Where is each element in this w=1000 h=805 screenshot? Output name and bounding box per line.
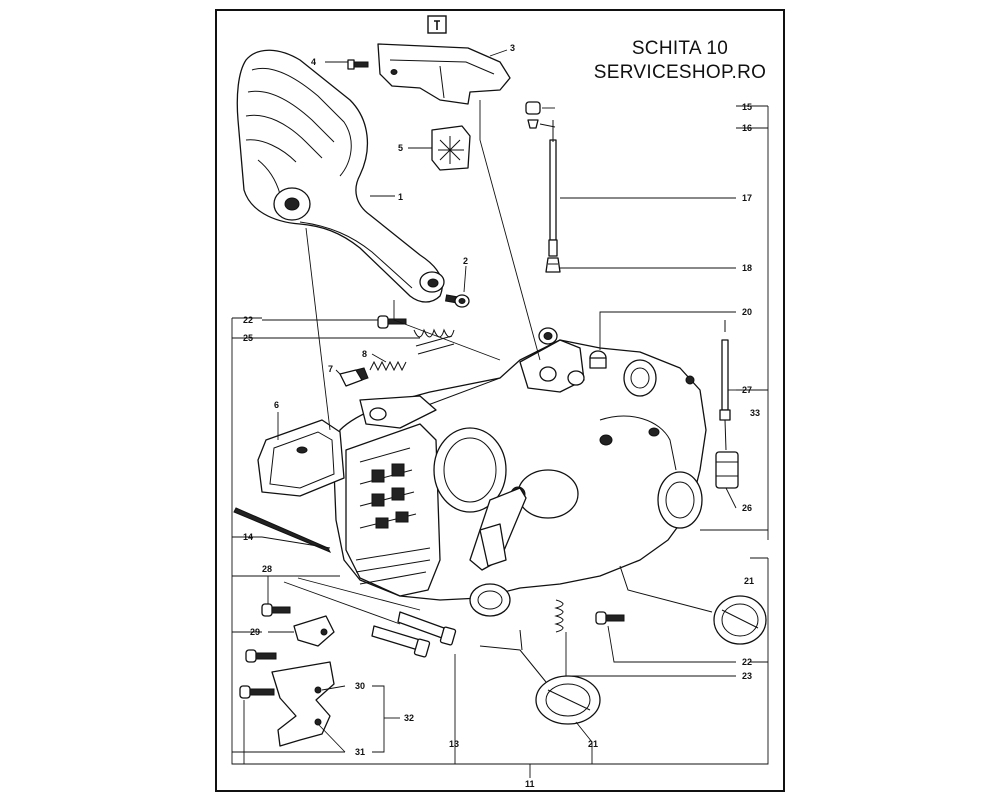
- callout-20: 20: [742, 307, 752, 317]
- callout-28: 28: [262, 564, 272, 574]
- leader-lines: [231, 49, 769, 778]
- part-fuel-line-27: [721, 320, 729, 411]
- callout-30: 30: [355, 681, 365, 691]
- callout-21-right: 21: [744, 576, 754, 586]
- part-bushing-20: [589, 350, 607, 369]
- part-cover-plate-3: [377, 43, 511, 105]
- callout-1: 1: [398, 192, 403, 202]
- callout-22-upper: 22: [243, 315, 253, 325]
- part-screw-22-lower: [595, 611, 625, 625]
- part-nipple-16: [527, 119, 539, 129]
- part-av-spring-25: [413, 328, 455, 355]
- part-fuel-cap-21: [479, 629, 601, 725]
- callout-labels: 4 1 2 3 5 22 25 8 7 6 14 15 16 17 18 20 …: [243, 43, 760, 789]
- wrench-tool-icon: [427, 15, 447, 34]
- header-title: SCHITA 10: [631, 38, 729, 59]
- callout-6: 6: [274, 400, 279, 410]
- part-oil-cap-21: [619, 565, 767, 645]
- callout-25: 25: [243, 333, 253, 343]
- callout-23: 23: [742, 671, 752, 681]
- callout-29: 29: [250, 627, 260, 637]
- header-subtitle: SERVICESHOP.RO: [593, 62, 767, 83]
- callout-4: 4: [311, 57, 316, 67]
- callout-32: 32: [404, 713, 414, 723]
- part-screw-4: [347, 59, 369, 70]
- callout-14: 14: [243, 532, 253, 542]
- part-pad-5: [431, 125, 471, 171]
- callout-22-lower: 22: [742, 657, 752, 667]
- part-front-handle-guard: [236, 49, 445, 303]
- part-crankcase-11: [333, 327, 707, 617]
- callout-21-bottom: 21: [588, 739, 598, 749]
- callout-3: 3: [510, 43, 515, 53]
- callout-27: 27: [742, 385, 752, 395]
- part-fitting-18: [545, 257, 561, 273]
- callout-31: 31: [355, 747, 365, 757]
- callout-13: 13: [449, 739, 459, 749]
- callout-18: 18: [742, 263, 752, 273]
- part-screws-30-31: [239, 649, 277, 699]
- callout-2: 2: [463, 256, 468, 266]
- part-bracket-29: [293, 615, 335, 647]
- callout-16: 16: [742, 123, 752, 133]
- part-fitting-33: [719, 409, 731, 421]
- part-cap-15: [525, 101, 541, 115]
- part-screw-28: [261, 603, 291, 617]
- callout-26: 26: [742, 503, 752, 513]
- callout-7: 7: [328, 364, 333, 374]
- callout-17: 17: [742, 193, 752, 203]
- part-bolt-13: [371, 611, 457, 658]
- part-screw-22-upper: [377, 315, 407, 329]
- part-block-7: [339, 367, 369, 387]
- part-rod-14: [233, 507, 332, 553]
- callout-5: 5: [398, 143, 403, 153]
- part-catcher-32: [271, 661, 335, 747]
- part-plate-6: [257, 419, 345, 497]
- callout-15: 15: [742, 102, 752, 112]
- callout-33: 33: [750, 408, 760, 418]
- part-fuel-filter-26: [715, 419, 739, 489]
- callout-8: 8: [362, 349, 367, 359]
- callout-11: 11: [525, 779, 535, 789]
- part-screw-2: [444, 294, 470, 308]
- page-frame: [215, 9, 785, 792]
- part-hose-17: [548, 120, 558, 257]
- part-spring-23: [554, 599, 564, 633]
- part-spring-8: [369, 360, 407, 372]
